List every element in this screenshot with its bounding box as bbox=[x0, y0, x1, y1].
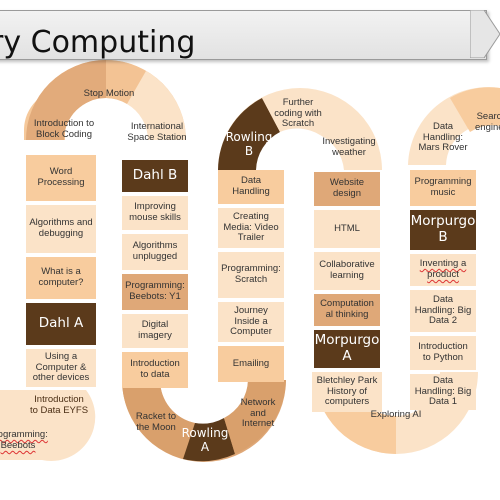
tile-label: Algorithms unplugged bbox=[132, 240, 178, 262]
tile-label: Website design bbox=[329, 177, 365, 199]
tile-label: Programming: Beebots bbox=[0, 429, 48, 451]
tile-label: Emailing bbox=[232, 357, 270, 369]
tile-collaborative-learning: Collaborative learning bbox=[314, 252, 380, 290]
banner-fold bbox=[470, 10, 500, 58]
tile-label: Dahl A bbox=[38, 315, 84, 332]
tile-label: Stop Motion bbox=[83, 87, 135, 99]
tile-label: Morpurgo A bbox=[314, 332, 380, 364]
tile-label: Programming: Scratch bbox=[221, 263, 281, 285]
tile-label: Investigating weather bbox=[322, 136, 376, 158]
tile-label: Search engines bbox=[475, 111, 500, 133]
tile-label: Data Handling: Big Data 1 bbox=[414, 374, 472, 408]
tile-label: Improving mouse skills bbox=[129, 201, 181, 223]
tile-intro-python: Introduction to Python bbox=[410, 336, 476, 370]
tile-label: Algorithms and debugging bbox=[29, 217, 93, 239]
tile-label: Data Handling: Big Data 2 bbox=[414, 293, 472, 327]
tile-journey-inside: Journey Inside a Computer bbox=[218, 302, 284, 342]
page-title: ry Computing bbox=[0, 25, 196, 60]
tile-label: Journey Inside a Computer bbox=[230, 304, 272, 338]
tile-label: Network and Internet bbox=[240, 396, 276, 430]
tile-label: International Space Station bbox=[127, 121, 187, 143]
tile-algorithms-debugging: Algorithms and debugging bbox=[26, 205, 96, 253]
tile-programming-beebots: Programming: Beebots bbox=[0, 425, 48, 457]
tile-label: Digital imagery bbox=[138, 319, 172, 341]
tile-label: Creating Media: Video Trailer bbox=[223, 210, 279, 244]
tile-rowling-b: Rowling B bbox=[224, 128, 274, 162]
tile-label: Further coding with Scratch bbox=[274, 96, 322, 130]
title-banner: ry Computing bbox=[0, 10, 487, 60]
tile-label: HTML bbox=[334, 222, 360, 234]
arch-weather bbox=[320, 103, 382, 170]
tile-intro-to-data: Introduction to data bbox=[122, 352, 188, 388]
tile-intro-data-eyfs: Introduction to Data EYFS bbox=[26, 390, 92, 422]
tile-algorithms-unplugged: Algorithms unplugged bbox=[122, 234, 188, 270]
tile-further-coding: Further coding with Scratch bbox=[266, 96, 330, 130]
tile-emailing: Emailing bbox=[218, 346, 284, 382]
tile-label: Racket to the Moon bbox=[135, 411, 177, 433]
tile-dahl-a: Dahl A bbox=[26, 303, 96, 345]
tile-website-design: Website design bbox=[314, 172, 380, 206]
arch-rowling-a bbox=[183, 418, 235, 462]
tile-label: Using a Computer & other devices bbox=[32, 350, 90, 384]
tile-morpurgo-a: Morpurgo A bbox=[314, 330, 380, 368]
tile-label: Bletchley Park History of computers bbox=[316, 374, 378, 408]
tile-big-data-2: Data Handling: Big Data 2 bbox=[410, 290, 476, 332]
tile-intro-block-coding: Introduction to Block Coding bbox=[26, 110, 102, 150]
tile-exploring-ai: Exploring AI bbox=[366, 400, 426, 430]
tile-network-internet: Network and Internet bbox=[232, 394, 284, 434]
tile-data-handling: Data Handling bbox=[218, 170, 284, 204]
tile-html: HTML bbox=[314, 210, 380, 248]
tile-label: Introduction to data bbox=[130, 358, 180, 380]
tile-big-data-1: Data Handling: Big Data 1 bbox=[410, 374, 476, 410]
tile-racket-moon: Racket to the Moon bbox=[126, 408, 186, 438]
arc-beebots bbox=[0, 390, 96, 461]
tile-label: Introduction to Block Coding bbox=[33, 118, 95, 140]
arch-search-engines bbox=[450, 87, 500, 132]
arch-space-station bbox=[127, 71, 186, 140]
tile-programming-music: Programming music bbox=[410, 170, 476, 206]
tile-label: Rowling A bbox=[181, 426, 229, 454]
tile-mars-rover: Data Handling: Mars Rover bbox=[410, 118, 476, 158]
tile-label: Programming: Beebots: Y1 bbox=[125, 280, 185, 302]
tile-label: Exploring AI bbox=[370, 408, 422, 420]
tile-label: Data Handling: Mars Rover bbox=[418, 120, 468, 154]
tile-label: Morpurgo B bbox=[410, 213, 476, 245]
arch-further-coding bbox=[262, 90, 340, 135]
arch-rowling-b bbox=[218, 98, 280, 170]
tile-mouse-skills: Improving mouse skills bbox=[122, 196, 188, 230]
tile-label: What is a computer? bbox=[38, 266, 84, 288]
arch-racket-moon bbox=[122, 380, 195, 459]
tile-label: Data Handling bbox=[232, 175, 270, 197]
arch-stop-motion bbox=[106, 60, 146, 104]
tile-label: Rowling B bbox=[225, 130, 273, 158]
tile-inventing-product: Inventing a product bbox=[410, 254, 476, 286]
arch-network bbox=[224, 380, 286, 454]
arch-block-coding bbox=[26, 60, 106, 140]
tile-rowling-a: Rowling A bbox=[180, 424, 230, 458]
tile-programming-scratch: Programming: Scratch bbox=[218, 252, 284, 298]
tile-space-station: International Space Station bbox=[124, 118, 190, 148]
tile-word-processing: Word Processing bbox=[26, 155, 96, 201]
tile-label: Inventing a product bbox=[419, 258, 467, 280]
tile-programming-beebots-y1: Programming: Beebots: Y1 bbox=[122, 274, 188, 310]
tile-computational-thinking: Computation al thinking bbox=[314, 294, 380, 326]
tile-label: Computation al thinking bbox=[320, 298, 374, 320]
tile-using-computer-devices: Using a Computer & other devices bbox=[26, 349, 96, 387]
tile-bletchley-park: Bletchley Park History of computers bbox=[312, 372, 382, 412]
tile-creating-media: Creating Media: Video Trailer bbox=[218, 208, 284, 248]
tile-label: Introduction to Data EYFS bbox=[29, 394, 89, 416]
tile-label: Collaborative learning bbox=[319, 259, 375, 281]
tile-label: Introduction to Python bbox=[418, 341, 468, 363]
tile-what-is-computer: What is a computer? bbox=[26, 257, 96, 299]
tile-weather: Investigating weather bbox=[318, 134, 380, 162]
tile-search-engines: Search engines bbox=[472, 108, 500, 138]
tile-label: Dahl B bbox=[132, 167, 178, 184]
tile-dahl-b: Dahl B bbox=[122, 160, 188, 192]
tile-label: Programming music bbox=[414, 176, 472, 198]
tile-stop-motion: Stop Motion bbox=[76, 84, 142, 104]
tile-digital-imagery: Digital imagery bbox=[122, 314, 188, 348]
tile-label: Word Processing bbox=[37, 166, 85, 188]
tile-morpurgo-b: Morpurgo B bbox=[410, 210, 476, 250]
